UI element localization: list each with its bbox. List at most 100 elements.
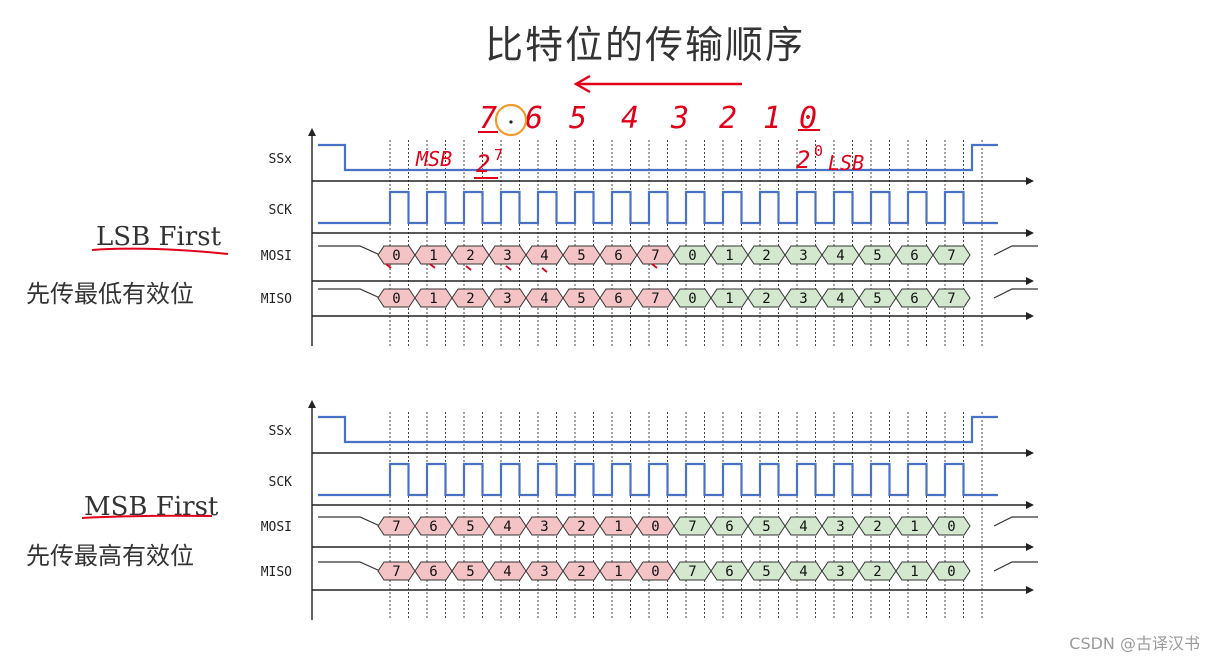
bit-label: 7 bbox=[947, 248, 955, 264]
bit-label: 0 bbox=[688, 291, 696, 307]
bit-label: 0 bbox=[392, 291, 400, 307]
ssx-waveform bbox=[318, 415, 998, 444]
bit-label: 3 bbox=[799, 248, 807, 264]
bit-label: 7 bbox=[947, 291, 955, 307]
bit-label: 1 bbox=[725, 291, 733, 307]
bit-label: 5 bbox=[466, 564, 474, 580]
bit-label: 2 bbox=[873, 564, 881, 580]
lsb-heading-underline bbox=[91, 247, 229, 255]
highlight-dot bbox=[509, 120, 513, 124]
bit-label: 3 bbox=[540, 519, 548, 535]
bit-label: 1 bbox=[725, 248, 733, 264]
lsb-power-base: 2 bbox=[796, 146, 810, 174]
bit-position-number: 0 bbox=[799, 101, 817, 136]
lsb-first-heading: LSB First bbox=[96, 222, 222, 252]
bit-label: 6 bbox=[910, 248, 918, 264]
bit-label: 5 bbox=[762, 519, 770, 535]
bit-label: 4 bbox=[540, 291, 548, 307]
bit-label: 2 bbox=[577, 519, 585, 535]
bit-label: 2 bbox=[577, 564, 585, 580]
page-title: 比特位的传输顺序 bbox=[484, 23, 805, 67]
bit-label: 2 bbox=[762, 248, 770, 264]
bit-label: 6 bbox=[429, 564, 437, 580]
bit-label: 5 bbox=[466, 519, 474, 535]
time-axis-arrow bbox=[1026, 312, 1034, 320]
annotation-tick bbox=[505, 265, 512, 271]
signal-label-ssx: SSx bbox=[269, 424, 293, 439]
bit-label: 3 bbox=[503, 291, 511, 307]
ssx-waveform bbox=[318, 143, 998, 172]
bit-label: 4 bbox=[836, 291, 844, 307]
bit-label: 4 bbox=[799, 564, 807, 580]
bit-position-number: 5 bbox=[569, 101, 587, 136]
bit-label: 6 bbox=[725, 564, 733, 580]
time-axis-arrow bbox=[1026, 449, 1034, 457]
data-idle-line bbox=[318, 245, 381, 256]
bit-cell bbox=[932, 516, 971, 536]
bit-label: 5 bbox=[873, 291, 881, 307]
direction-arrow-head bbox=[573, 74, 591, 94]
data-idle-line bbox=[993, 561, 1038, 572]
bit-label: 6 bbox=[910, 291, 918, 307]
lsb-first-description: 先传最低有效位 bbox=[26, 280, 194, 308]
bit-label: 5 bbox=[577, 248, 585, 264]
msb-annotation: MSB bbox=[415, 147, 452, 171]
bit-label: 6 bbox=[725, 519, 733, 535]
data-idle-line bbox=[318, 561, 381, 572]
bit-position-number: 4 bbox=[621, 101, 639, 136]
sck-waveform bbox=[318, 190, 998, 225]
bit-label: 3 bbox=[836, 519, 844, 535]
bit-label: 6 bbox=[614, 248, 622, 264]
bit-label: 7 bbox=[688, 519, 696, 535]
msb-power-base: 2 bbox=[476, 150, 490, 178]
time-axis-arrow bbox=[1026, 543, 1034, 551]
bit-label: 5 bbox=[762, 564, 770, 580]
bit-label: 4 bbox=[503, 564, 511, 580]
highlight-circle bbox=[494, 103, 528, 137]
lsb-power-exponent: 0 bbox=[814, 142, 823, 160]
msb-power-exponent: 7 bbox=[494, 146, 503, 164]
bit-cell bbox=[932, 561, 971, 581]
bit-label: 3 bbox=[799, 291, 807, 307]
bit-position-number: 3 bbox=[670, 101, 689, 136]
bit-label: 1 bbox=[910, 564, 918, 580]
lsb-annotation: LSB bbox=[828, 151, 864, 175]
bit-label: 1 bbox=[614, 564, 622, 580]
bit-label: 7 bbox=[688, 564, 696, 580]
data-idle-line bbox=[993, 516, 1038, 527]
data-idle-line bbox=[318, 288, 381, 299]
signal-label-ssx: SSx bbox=[269, 152, 293, 167]
signal-label-mosi: MOSI bbox=[261, 249, 292, 264]
data-idle-line bbox=[993, 245, 1038, 256]
annotation-tick bbox=[541, 267, 548, 273]
bit-label: 2 bbox=[466, 291, 474, 307]
bit-label: 4 bbox=[836, 248, 844, 264]
bit-label: 1 bbox=[614, 519, 622, 535]
msb-first-description: 先传最高有效位 bbox=[26, 542, 194, 570]
bit-label: 3 bbox=[836, 564, 844, 580]
bit-label: 0 bbox=[651, 564, 659, 580]
bit-position-number: 6 bbox=[525, 101, 543, 136]
bit-position-number: 7 bbox=[479, 101, 497, 136]
annotation-tick bbox=[429, 263, 436, 269]
signal-label-mosi: MOSI bbox=[261, 520, 292, 535]
bit-label: 4 bbox=[540, 248, 548, 264]
time-axis-arrow bbox=[1026, 501, 1034, 509]
sck-waveform bbox=[318, 462, 998, 497]
bit-label: 7 bbox=[392, 564, 400, 580]
msb-heading-underline bbox=[81, 514, 213, 519]
bit-label: 7 bbox=[392, 519, 400, 535]
bit-label: 5 bbox=[577, 291, 585, 307]
bit-cell bbox=[932, 288, 971, 308]
bit-label: 0 bbox=[392, 248, 400, 264]
bit-label: 3 bbox=[540, 564, 548, 580]
signal-label-miso: MISO bbox=[261, 565, 292, 580]
y-axis-arrow bbox=[308, 400, 316, 408]
